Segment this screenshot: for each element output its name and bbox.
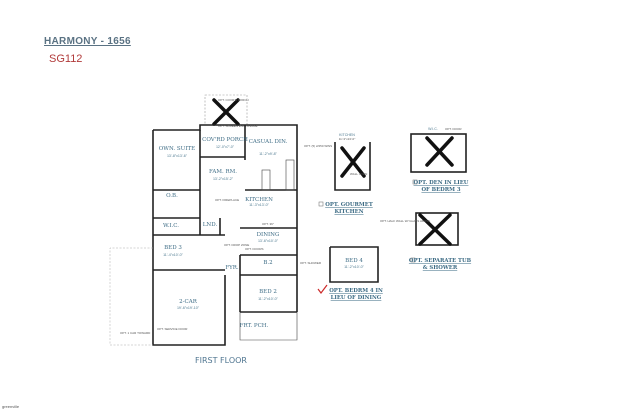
svg-text:OPT. SEPARATE TUB& SHOWER: OPT. SEPARATE TUB& SHOWER	[409, 258, 472, 271]
svg-text:W.I.C.: W.I.C.	[428, 127, 438, 131]
room-label: DINING	[257, 232, 280, 238]
room-dims: 11'-3"x13'-0"	[249, 203, 270, 207]
opt-note: OPT. DROP ZONE	[224, 243, 249, 247]
option-label-line: OPT. SEPARATE TUB	[409, 258, 472, 264]
plan-title: HARMONY - 1656	[44, 36, 131, 47]
checkbox[interactable]	[410, 257, 416, 263]
option-label-line: & SHOWER	[423, 265, 458, 271]
opt-note: OPT. 36"	[262, 222, 274, 226]
svg-text:BED 4: BED 4	[345, 258, 363, 264]
option-separate-tub: OPT. HALF WALL W/ GLASS ABOVE OPT. SEPAR…	[380, 212, 472, 271]
room-label: BED 3	[164, 245, 182, 251]
room-label: OWN. SUITE	[159, 146, 195, 152]
checkbox[interactable]	[318, 201, 324, 207]
opt-note: OPT. SHOWER	[300, 261, 322, 265]
option-label-line: OPT. DEN IN LIEU	[414, 180, 469, 186]
room-dims: 12'-0"x7'-0"	[216, 145, 235, 149]
opt-note: OPT. FIREPLACE	[215, 198, 239, 202]
room-dims: 11'-2"x9'-8"	[259, 152, 278, 156]
option-label-line: OPT. BEDRM 4 IN	[329, 288, 383, 294]
x-mark-icon	[212, 98, 240, 126]
room-label: FRT. PCH.	[240, 323, 269, 329]
svg-text:11'-2"x10'-0": 11'-2"x10'-0"	[344, 265, 365, 269]
room-label: BED 2	[259, 289, 277, 295]
opt-note: OPT. 1 CAR TOWARD	[120, 331, 151, 335]
option-label-line: KITCHEN	[334, 209, 363, 215]
room-label: LND.	[203, 222, 218, 228]
opt-note: OPT. COVR'D PORCH	[218, 98, 249, 102]
opt-note: OPT. (5) 2/250 WINS	[304, 144, 332, 148]
option-label-line: OF BEDRM 3	[421, 187, 460, 193]
opt-note: OPT. SCREEN ENCLOSURE	[218, 124, 258, 128]
option-label-line: LIEU OF DINING	[331, 295, 382, 301]
room-label: FYR.	[225, 265, 239, 271]
room-dims: 11'-4"x10'-0"	[163, 253, 184, 257]
option-gourmet-kitchen: KITCHEN 11'-3"x13'-0" WALL OVEN OPT. GOU…	[318, 133, 373, 215]
room-label: W.I.C.	[163, 223, 179, 229]
opt-note: OPT. SERVICE DOOR	[157, 327, 188, 331]
opt-note: OPT. DOORS	[245, 247, 264, 251]
room-dims: 13'-2"x15'-2"	[213, 177, 234, 181]
svg-text:WALL OVEN: WALL OVEN	[350, 172, 367, 176]
room-dims: 19'-6"x19'-10"	[177, 306, 200, 310]
room-label: COV'RD PORCH	[202, 137, 248, 143]
room-label: CASUAL DIN.	[249, 139, 288, 145]
room-label: KITCHEN	[245, 197, 273, 203]
svg-text:OPT. HALF WALL W/ GLASS ABOVE: OPT. HALF WALL W/ GLASS ABOVE	[380, 219, 430, 223]
room-label: O.B.	[166, 193, 178, 199]
room-label: KITCHEN	[339, 133, 355, 137]
room-dims: 11'-2"x10'-0"	[258, 297, 279, 301]
house-walls	[109, 124, 298, 346]
first-floor-label: FIRST FLOOR	[195, 356, 247, 365]
svg-text:OPT. DOOR: OPT. DOOR	[445, 127, 462, 131]
x-mark-icon	[340, 146, 366, 178]
room-dims: 13'-8"x13'-6"	[167, 154, 188, 158]
checkmark-icon[interactable]	[317, 284, 328, 294]
room-dims: 13'-6"x10'-0"	[258, 239, 279, 243]
room-label: FAM. RM.	[209, 169, 237, 175]
option-label-line: OPT. GOURMET	[325, 202, 373, 208]
checkbox[interactable]	[412, 179, 418, 185]
plan-code: SG112	[49, 53, 83, 65]
room-label: B.2	[263, 260, 272, 266]
svg-text:11'-3"x13'-0": 11'-3"x13'-0"	[339, 137, 356, 141]
logo: greenville	[2, 404, 20, 409]
room-label: 2-CAR	[179, 299, 198, 305]
